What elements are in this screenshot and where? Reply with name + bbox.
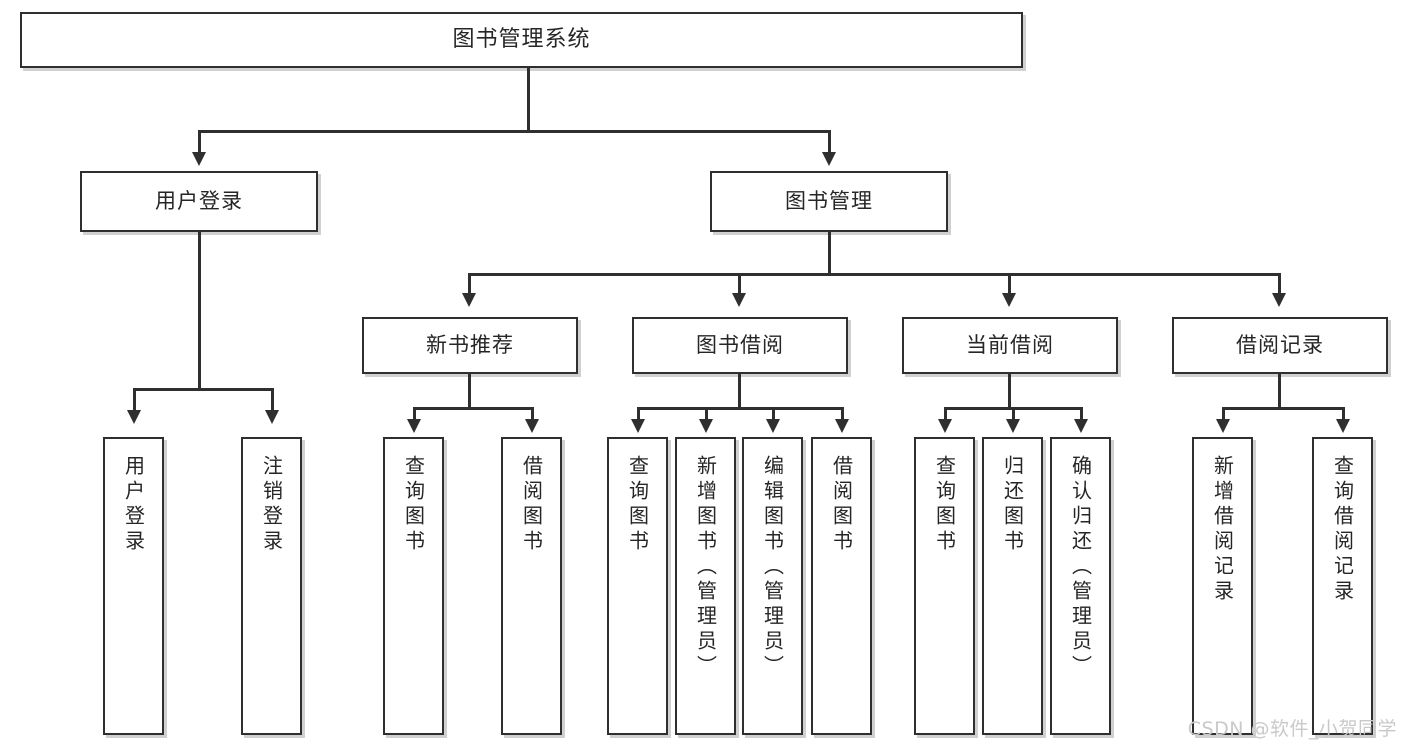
arrow-new-books-leaf-2 [525, 419, 539, 433]
node-current-borrow[interactable]: 当前借阅 [902, 317, 1118, 374]
leaf-return-books[interactable]: 归还图书 [982, 437, 1043, 735]
connector-book-mgmt-branch-1 [468, 273, 471, 297]
connector-current-borrow-branch-1 [944, 407, 947, 421]
arrow-root-to-user-login [192, 152, 206, 166]
leaf-query-books-borrow[interactable]: 查询图书 [607, 437, 668, 735]
node-label: 借阅图书 [829, 455, 854, 555]
leaf-confirm-return-admin[interactable]: 确认归还（管理员） [1050, 437, 1111, 735]
arrow-book-borrow-leaf-4 [835, 419, 849, 433]
node-label: 用户登录 [155, 188, 243, 213]
node-new-book-recommend[interactable]: 新书推荐 [362, 317, 578, 374]
connector-root-stem [527, 68, 530, 130]
leaf-user-login[interactable]: 用户登录 [103, 437, 164, 735]
leaf-query-borrow-record[interactable]: 查询借阅记录 [1312, 437, 1373, 735]
arrow-user-login-leaf-2 [265, 410, 279, 424]
node-label: 借阅记录 [1236, 332, 1324, 357]
node-label: 编辑图书（管理员） [760, 455, 785, 680]
arrow-current-borrow-leaf-3 [1074, 419, 1088, 433]
connector-book-mgmt-branch-3 [1008, 273, 1011, 297]
connector-new-books-branch-2 [531, 407, 534, 421]
arrow-current-borrow-leaf-2 [1006, 419, 1020, 433]
connector-current-borrow-branch-2 [1012, 407, 1015, 421]
connector-root-to-user-login [198, 130, 201, 156]
leaf-add-borrow-record[interactable]: 新增借阅记录 [1192, 437, 1253, 735]
connector-user-login-branch-1 [133, 388, 136, 414]
connector-book-mgmt-stem [828, 232, 831, 273]
arrow-to-current-borrow [1002, 293, 1016, 307]
node-label: 查询借阅记录 [1330, 455, 1355, 605]
node-label: 新书推荐 [426, 332, 514, 357]
node-borrow-records[interactable]: 借阅记录 [1172, 317, 1388, 374]
connector-borrow-records-stem [1278, 374, 1281, 407]
arrow-book-borrow-leaf-3 [766, 419, 780, 433]
arrow-to-book-borrow [732, 293, 746, 307]
arrow-book-borrow-leaf-2 [699, 419, 713, 433]
arrow-borrow-records-leaf-2 [1336, 419, 1350, 433]
arrow-borrow-records-leaf-1 [1216, 419, 1230, 433]
connector-user-login-bus [133, 388, 271, 391]
connector-book-mgmt-bus [468, 273, 1280, 276]
arrow-user-login-leaf-1 [127, 410, 141, 424]
leaf-logout[interactable]: 注销登录 [241, 437, 302, 735]
connector-book-borrow-branch-2 [705, 407, 708, 421]
node-label: 确认归还（管理员） [1068, 455, 1093, 680]
node-label: 用户登录 [121, 455, 146, 555]
node-label: 查询图书 [625, 455, 650, 555]
connector-borrow-records-bus [1222, 407, 1342, 410]
connector-root-to-book-mgmt [828, 130, 831, 156]
connector-new-books-stem [468, 374, 471, 407]
node-book-management[interactable]: 图书管理 [710, 171, 948, 232]
node-label: 新增借阅记录 [1210, 455, 1235, 605]
connector-user-login-stem [198, 232, 201, 388]
connector-borrow-records-branch-1 [1222, 407, 1225, 421]
connector-book-borrow-branch-4 [841, 407, 844, 421]
leaf-borrow-books[interactable]: 借阅图书 [811, 437, 872, 735]
node-label: 归还图书 [1000, 455, 1025, 555]
arrow-to-new-books [462, 293, 476, 307]
connector-borrow-records-branch-2 [1342, 407, 1345, 421]
connector-current-borrow-stem [1008, 374, 1011, 407]
node-label: 查询图书 [932, 455, 957, 555]
node-book-borrow[interactable]: 图书借阅 [632, 317, 848, 374]
node-label: 新增图书（管理员） [693, 455, 718, 680]
leaf-query-books-current[interactable]: 查询图书 [914, 437, 975, 735]
arrow-root-to-book-mgmt [822, 152, 836, 166]
connector-new-books-branch-1 [413, 407, 416, 421]
connector-book-mgmt-branch-2 [738, 273, 741, 297]
arrow-to-borrow-records [1272, 293, 1286, 307]
leaf-borrow-books-new[interactable]: 借阅图书 [501, 437, 562, 735]
connector-root-bus [198, 130, 831, 133]
connector-book-borrow-bus [637, 407, 842, 410]
arrow-new-books-leaf-1 [407, 419, 421, 433]
node-label: 注销登录 [259, 455, 284, 555]
connector-user-login-branch-2 [271, 388, 274, 414]
connector-book-borrow-stem [738, 374, 741, 407]
node-label: 图书管理系统 [452, 26, 591, 52]
node-label: 图书借阅 [696, 332, 784, 357]
leaf-edit-book-admin[interactable]: 编辑图书（管理员） [742, 437, 803, 735]
node-root-system[interactable]: 图书管理系统 [20, 12, 1023, 68]
node-label: 借阅图书 [519, 455, 544, 555]
node-label: 查询图书 [401, 455, 426, 555]
leaf-add-book-admin[interactable]: 新增图书（管理员） [675, 437, 736, 735]
node-user-login[interactable]: 用户登录 [80, 171, 318, 232]
arrow-current-borrow-leaf-1 [938, 419, 952, 433]
leaf-query-books-new[interactable]: 查询图书 [383, 437, 444, 735]
node-label: 图书管理 [785, 188, 873, 213]
connector-new-books-bus [413, 407, 531, 410]
connector-book-mgmt-branch-4 [1278, 273, 1281, 297]
connector-book-borrow-branch-1 [637, 407, 640, 421]
node-label: 当前借阅 [966, 332, 1054, 357]
connector-book-borrow-branch-3 [772, 407, 775, 421]
connector-current-borrow-branch-3 [1080, 407, 1083, 421]
arrow-book-borrow-leaf-1 [631, 419, 645, 433]
